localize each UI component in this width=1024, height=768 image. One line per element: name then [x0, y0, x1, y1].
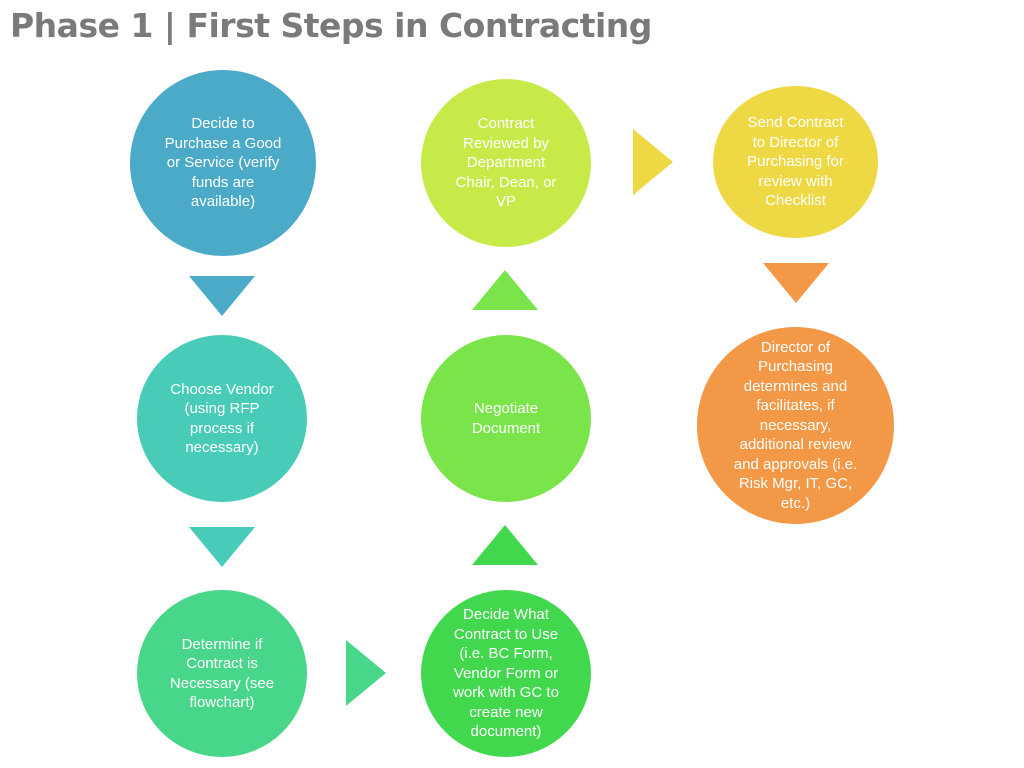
arrow-right-1	[346, 640, 386, 706]
arrow-down-1	[189, 276, 255, 316]
step-decide-contract-type: Decide What Contract to Use (i.e. BC For…	[421, 590, 591, 757]
step-negotiate-label: Negotiate Document	[471, 400, 541, 437]
arrow-up-1	[472, 525, 538, 565]
step-choose-vendor: Choose Vendor (using RFP process if nece…	[137, 335, 307, 502]
step-decide-contract-type-label: Decide What Contract to Use (i.e. BC For…	[453, 606, 559, 741]
arrow-right-2	[633, 129, 673, 195]
arrow-down-2	[189, 527, 255, 567]
step-decide-to-purchase-label: Decide to Purchase a Good or Service (ve…	[164, 115, 282, 211]
step-negotiate: Negotiate Document	[421, 335, 591, 502]
step-send-to-director: Send Contract to Director of Purchasing …	[713, 86, 878, 238]
step-determine-contract: Determine if Contract is Necessary (see …	[137, 590, 307, 757]
step-contract-reviewed-label: Contract Reviewed by Department Chair, D…	[455, 115, 557, 211]
step-determine-contract-label: Determine if Contract is Necessary (see …	[169, 635, 275, 712]
step-decide-to-purchase: Decide to Purchase a Good or Service (ve…	[130, 70, 316, 256]
page-title: Phase 1 | First Steps in Contracting	[10, 6, 652, 45]
step-contract-reviewed: Contract Reviewed by Department Chair, D…	[421, 79, 591, 247]
step-choose-vendor-label: Choose Vendor (using RFP process if nece…	[170, 380, 274, 457]
arrow-up-2	[472, 270, 538, 310]
step-send-to-director-label: Send Contract to Director of Purchasing …	[747, 114, 844, 210]
step-director-review-label: Director of Purchasing determines and fa…	[733, 338, 858, 512]
step-director-review: Director of Purchasing determines and fa…	[697, 327, 894, 524]
arrow-down-3	[763, 263, 829, 303]
